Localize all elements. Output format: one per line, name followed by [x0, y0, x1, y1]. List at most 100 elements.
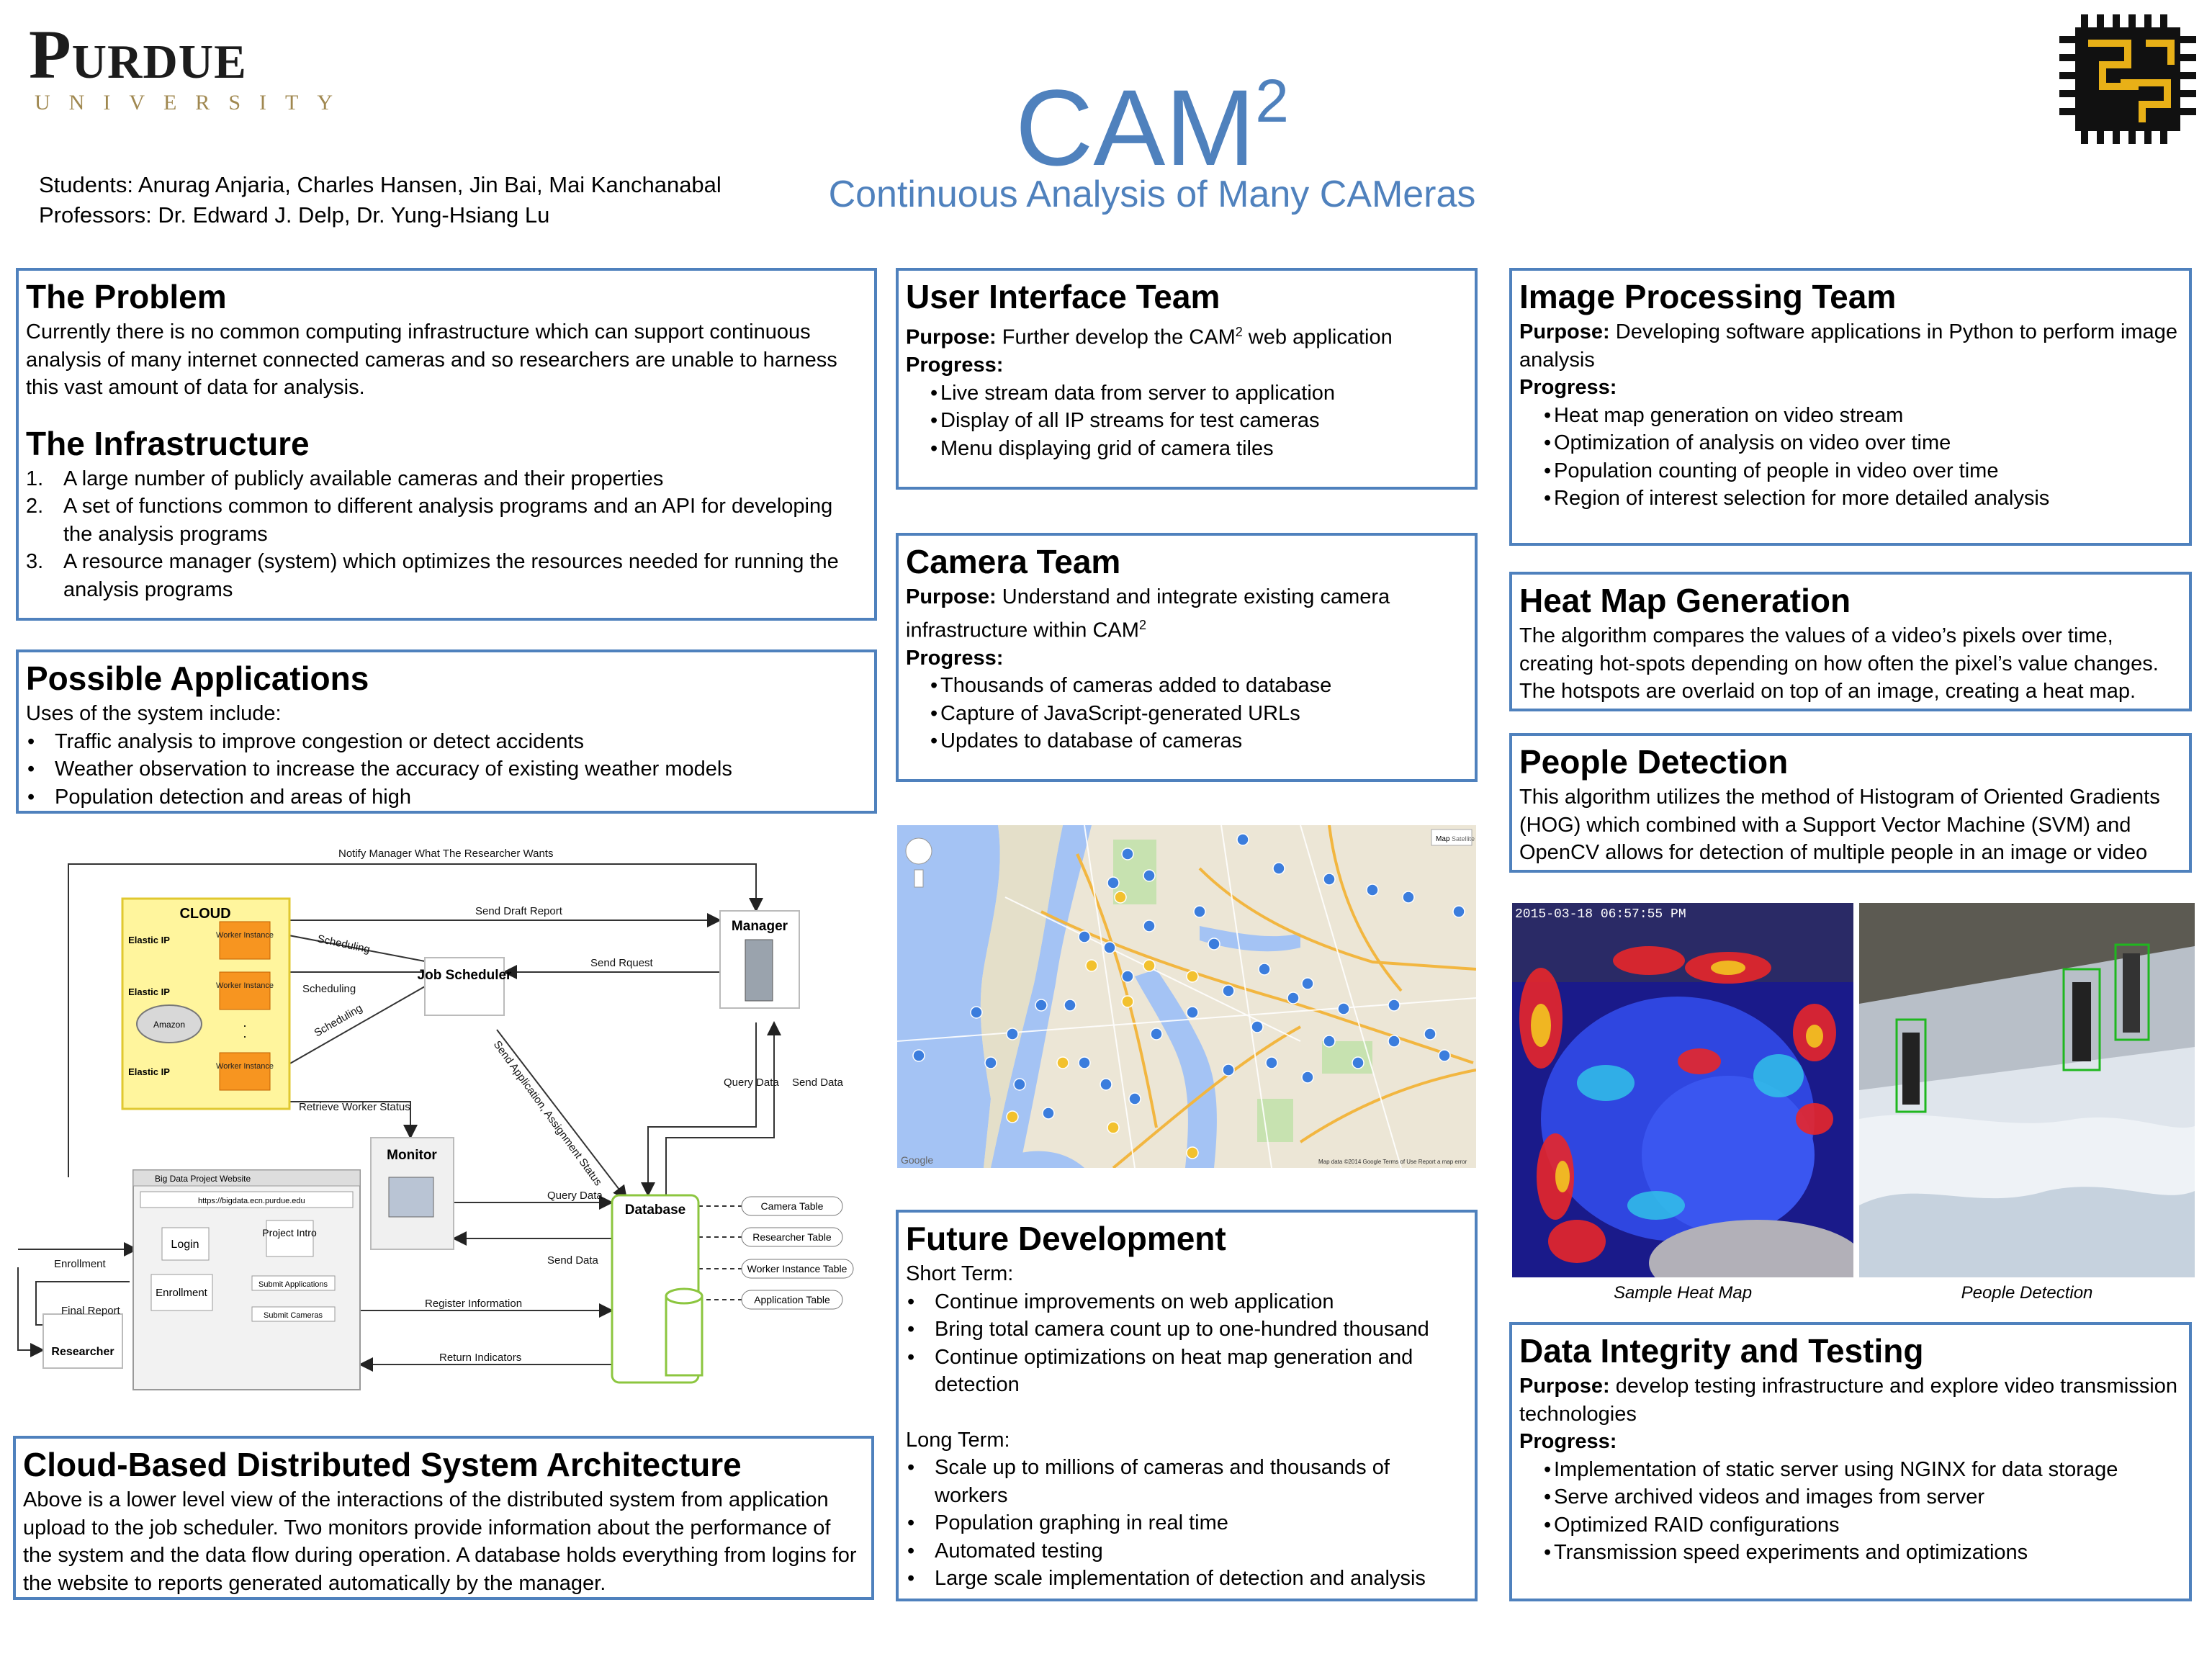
people-detection-image — [1859, 903, 2195, 1277]
camera-marker-icon[interactable] — [1258, 963, 1271, 976]
camera-marker-icon[interactable] — [1056, 1056, 1069, 1069]
camera-marker-icon[interactable] — [1013, 1078, 1026, 1091]
ui-team-purpose: Purpose: Further develop the CAM2 web ap… — [906, 325, 1393, 349]
camera-marker-icon[interactable] — [1186, 970, 1199, 983]
camera-team-list: Thousands of cameras added to database C… — [906, 672, 1467, 755]
website-title: Big Data Project Website — [155, 1174, 251, 1184]
svg-text:·: · — [243, 1018, 247, 1033]
ui-team-panel: User Interface Team Purpose: Further dev… — [896, 268, 1478, 490]
map-type-control[interactable] — [1431, 829, 1473, 846]
google-logo: Google — [901, 1154, 933, 1166]
future-long-item: Automated testing — [906, 1537, 1467, 1565]
camera-marker-icon[interactable] — [1301, 1071, 1314, 1084]
camera-marker-icon[interactable] — [1078, 1056, 1091, 1069]
camera-marker-icon[interactable] — [1121, 848, 1134, 860]
zoom-control-icon[interactable] — [914, 869, 924, 888]
problem-text: Currently there is no common computing i… — [26, 320, 837, 399]
camera-marker-icon[interactable] — [1193, 905, 1206, 918]
camera-marker-icon[interactable] — [970, 1006, 983, 1019]
purdue-logo: Purdue UNIVERSITY — [29, 16, 351, 115]
camera-marker-icon[interactable] — [1222, 984, 1235, 997]
camera-marker-icon[interactable] — [1265, 1056, 1278, 1069]
camera-marker-icon[interactable] — [1323, 1035, 1336, 1048]
camera-marker-icon[interactable] — [1128, 1092, 1141, 1105]
camera-marker-icon[interactable] — [1143, 869, 1156, 882]
camera-markers — [912, 833, 1465, 1159]
camera-marker-icon[interactable] — [1121, 995, 1134, 1008]
image-team-item: Population counting of people in video o… — [1519, 457, 2182, 485]
ui-team-list: Live stream data from server to applicat… — [906, 379, 1467, 463]
problem-title: The Problem — [26, 278, 227, 315]
camera-marker-icon[interactable] — [1121, 970, 1134, 983]
future-panel: Future Development Short Term: Continue … — [896, 1210, 1478, 1601]
camera-marker-icon[interactable] — [1366, 884, 1379, 896]
future-long-label: Long Term: — [906, 1428, 1010, 1452]
water — [1200, 926, 1300, 952]
future-long-item: Scale up to millions of cameras and thou… — [906, 1454, 1467, 1509]
camera-marker-icon[interactable] — [1107, 1121, 1120, 1134]
camera-marker-icon[interactable] — [984, 1056, 997, 1069]
camera-marker-icon[interactable] — [1287, 992, 1300, 1004]
database-icon — [665, 1295, 703, 1377]
ui-team-item: Display of all IP streams for test camer… — [906, 407, 1467, 435]
ui-team-progress-label: Progress: — [906, 354, 1004, 377]
camera-marker-icon[interactable] — [1452, 905, 1465, 918]
camera-marker-icon[interactable] — [1078, 930, 1091, 943]
camera-marker-icon[interactable] — [1301, 977, 1314, 990]
elastic-ip-label: Elastic IP — [128, 986, 170, 997]
camera-marker-icon[interactable] — [1388, 999, 1401, 1012]
architecture-panel: Cloud-Based Distributed System Architect… — [13, 1436, 874, 1600]
future-short-item: Continue improvements on web application — [906, 1288, 1467, 1316]
ui-team-title: User Interface Team — [906, 278, 1220, 315]
camera-marker-icon[interactable] — [1100, 1078, 1112, 1091]
cloud-label: CLOUD — [179, 906, 230, 922]
camera-marker-icon[interactable] — [1143, 920, 1156, 932]
camera-marker-icon[interactable] — [1402, 891, 1415, 904]
future-short-item: Bring total camera count up to one-hundr… — [906, 1316, 1467, 1344]
camera-marker-icon[interactable] — [1186, 1146, 1199, 1159]
camera-marker-icon[interactable] — [1103, 941, 1116, 954]
camera-marker-icon[interactable] — [1251, 1020, 1264, 1033]
camera-marker-icon[interactable] — [1186, 1006, 1199, 1019]
camera-marker-icon[interactable] — [1006, 1110, 1019, 1123]
application-item: Weather observation to increase the accu… — [26, 755, 867, 783]
camera-marker-icon[interactable] — [1323, 873, 1336, 886]
edge-label: Final Report — [61, 1305, 121, 1317]
camera-marker-icon[interactable] — [1114, 891, 1127, 904]
future-title: Future Development — [906, 1220, 1226, 1257]
satellite-button[interactable]: Satellite — [1452, 835, 1475, 842]
camera-marker-icon[interactable] — [1150, 1028, 1163, 1040]
infrastructure-item: 3.A resource manager (system) which opti… — [26, 550, 839, 601]
testing-item: Serve archived videos and images from se… — [1519, 1483, 2182, 1511]
future-short-item: Continue optimizations on heat map gener… — [906, 1344, 1467, 1399]
heatmap-text: The algorithm compares the values of a v… — [1519, 624, 2159, 703]
poster-title-text: CAM — [1015, 67, 1256, 188]
image-team-item: Optimization of analysis on video over t… — [1519, 429, 2182, 457]
camera-marker-icon[interactable] — [1272, 862, 1285, 875]
camera-marker-icon[interactable] — [1424, 1028, 1437, 1040]
camera-marker-icon[interactable] — [1236, 833, 1249, 846]
camera-marker-icon[interactable] — [1085, 959, 1098, 972]
camera-marker-icon[interactable] — [1064, 999, 1076, 1012]
pan-control-icon[interactable] — [905, 837, 932, 865]
image-team-purpose: Purpose: Developing software application… — [1519, 320, 2177, 372]
camera-marker-icon[interactable] — [1222, 1064, 1235, 1076]
purdue-logo-name: Purdue — [29, 16, 247, 93]
purdue-logo-sub: UNIVERSITY — [35, 91, 351, 114]
camera-marker-icon[interactable] — [1352, 1056, 1364, 1069]
future-long-item: Large scale implementation of detection … — [906, 1565, 1467, 1593]
camera-marker-icon[interactable] — [1143, 959, 1156, 972]
camera-marker-icon[interactable] — [912, 1049, 925, 1062]
camera-marker-icon[interactable] — [1438, 1049, 1451, 1062]
future-long-list: Scale up to millions of cameras and thou… — [906, 1454, 1467, 1593]
camera-marker-icon[interactable] — [1035, 999, 1048, 1012]
map-button[interactable]: Map — [1436, 835, 1450, 843]
edge-label: Enrollment — [54, 1258, 107, 1270]
camera-marker-icon[interactable] — [1042, 1107, 1055, 1120]
camera-marker-icon[interactable] — [1107, 876, 1120, 889]
worker-label: Worker Instance — [216, 981, 274, 990]
camera-marker-icon[interactable] — [1388, 1035, 1401, 1048]
camera-marker-icon[interactable] — [1208, 938, 1220, 950]
camera-marker-icon[interactable] — [1006, 1028, 1019, 1040]
camera-marker-icon[interactable] — [1337, 1002, 1350, 1015]
